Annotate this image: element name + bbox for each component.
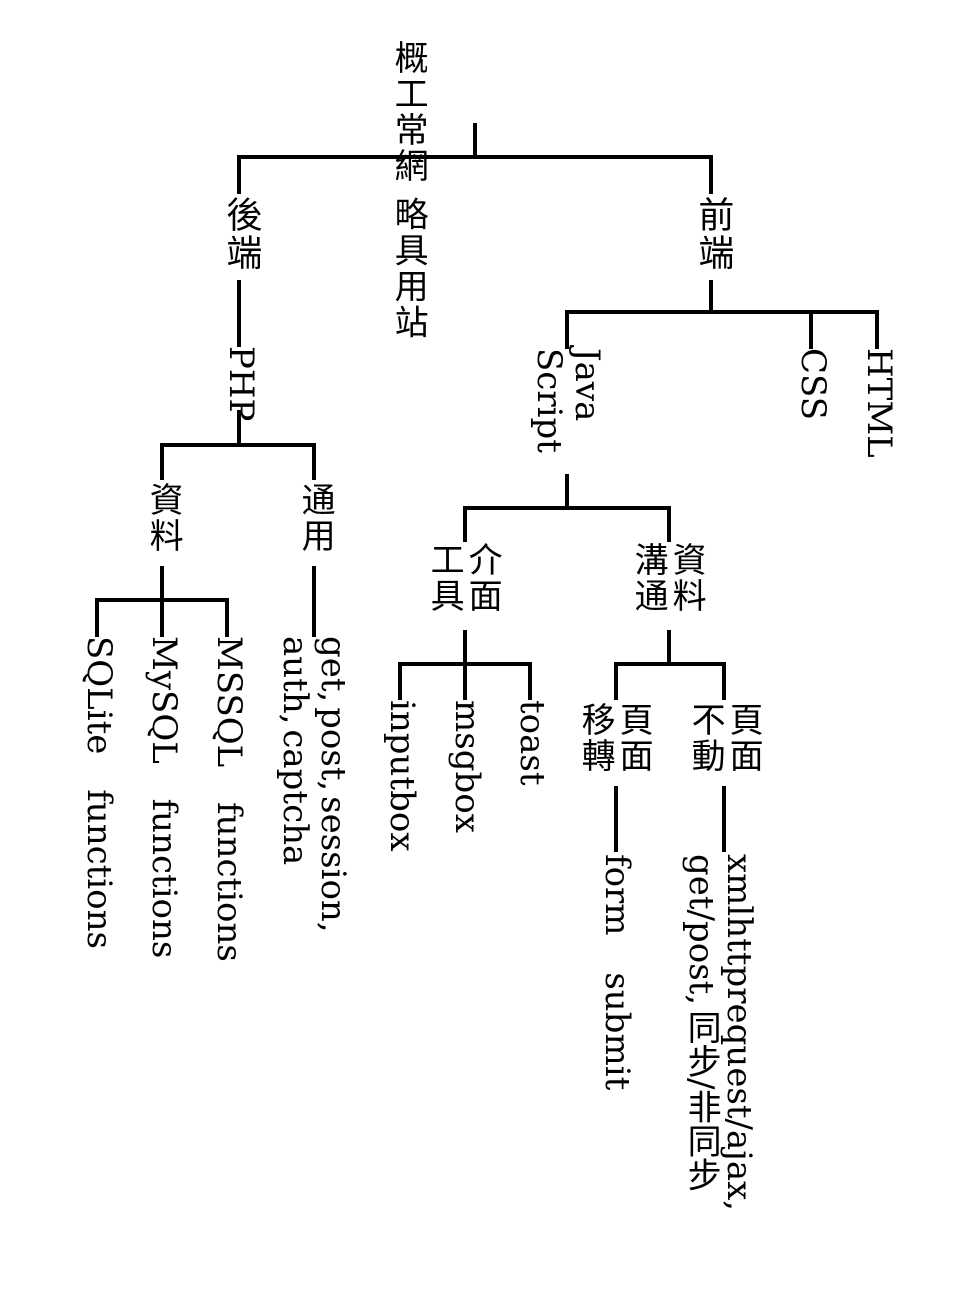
interface-node: 介面 工具 [424, 542, 503, 614]
mssql-functions: MSSQL functions [209, 636, 250, 962]
data-node: 資料 [143, 482, 184, 554]
form-submit-text: form submit [597, 854, 638, 1091]
pagemove-node: 頁面 移轉 [575, 702, 654, 774]
html-node: HTML [859, 348, 900, 458]
root-node: 概工常網 略具用站 [388, 40, 429, 341]
javascript-node: Java Script [529, 348, 608, 453]
frontend-node: 前端 [692, 196, 734, 272]
php-node: PHP [221, 346, 262, 422]
common-node: 通用 [295, 482, 336, 554]
common-text: get, post, session, auth, captcha [275, 636, 354, 933]
sqlite-functions: SQLite functions [79, 636, 120, 949]
css-node: CSS [793, 348, 834, 421]
mysql-functions: MySQL functions [144, 636, 185, 959]
pagestatic-node: 頁面 不動 [685, 702, 764, 774]
ajax-text: xmlhttprequest/ajax, get/post, 同步/非同步 [681, 854, 760, 1212]
datacomm-node: 資料 溝通 [628, 542, 707, 614]
msgbox-item: msgbox [447, 700, 488, 833]
inputbox-item: inputbox [382, 700, 423, 852]
backend-node: 後端 [220, 196, 262, 272]
toast-item: toast [512, 700, 553, 786]
